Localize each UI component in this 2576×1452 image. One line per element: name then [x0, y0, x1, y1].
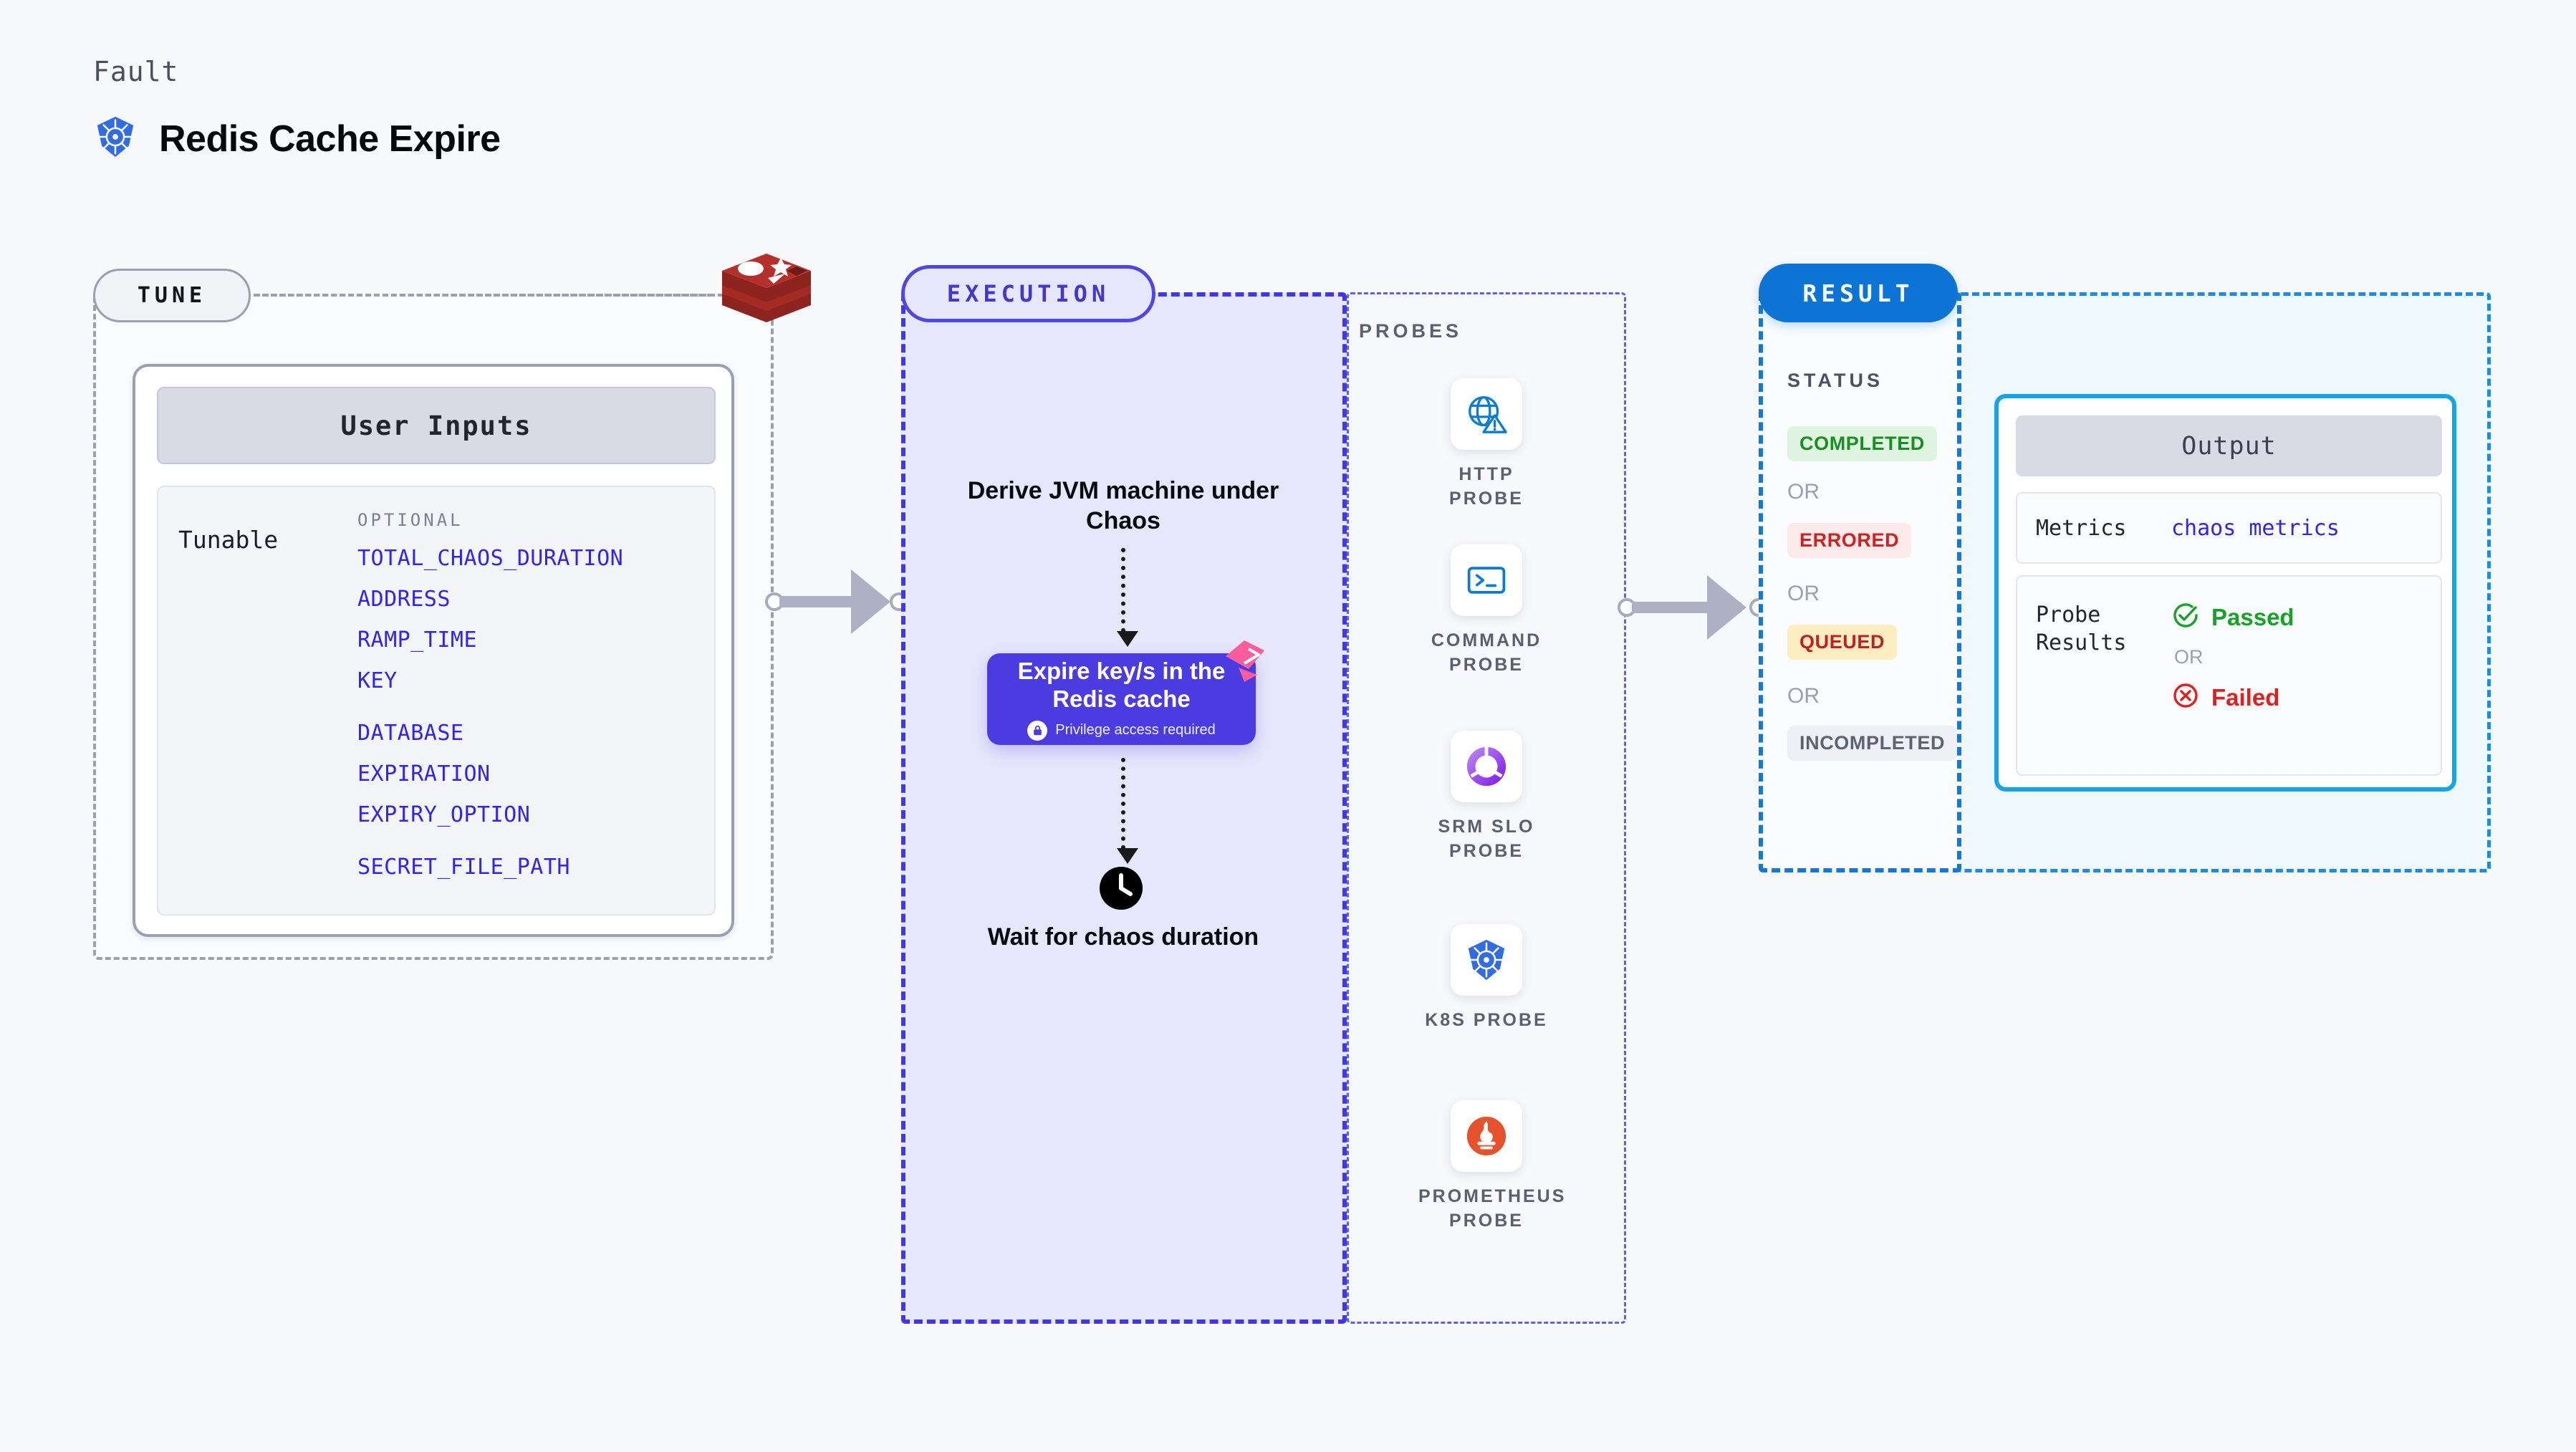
metrics-value[interactable]: chaos metrics [2171, 515, 2340, 541]
probe-label: K8S PROBE [1425, 1010, 1548, 1030]
donut-check-icon [1451, 731, 1522, 802]
kubernetes-icon [93, 115, 138, 163]
param-key[interactable]: KEY [357, 668, 398, 693]
probe-item-command[interactable]: COMMAND PROBE [1418, 544, 1554, 678]
page-title: Redis Cache Expire [159, 117, 501, 160]
passed-label: Passed [2211, 603, 2294, 630]
user-inputs-title: User Inputs [157, 387, 716, 464]
chaos-action-card[interactable]: Expire key/s in the Redis cache Privileg… [987, 640, 1264, 745]
privilege-note-text: Privilege access required [1055, 722, 1216, 739]
probe-label: HTTP PROBE [1449, 464, 1524, 509]
param-ramp-time[interactable]: RAMP_TIME [357, 628, 478, 653]
probe-item-srm-slo[interactable]: SRM SLO PROBE [1418, 731, 1554, 864]
status-badge-incompleted: INCOMPLETED [1787, 726, 1958, 761]
page-header: Redis Cache Expire [93, 115, 501, 163]
param-expiry-option[interactable]: EXPIRY_OPTION [357, 802, 531, 827]
optional-label: OPTIONAL [357, 510, 463, 530]
status-badge-queued: QUEUED [1787, 625, 1898, 660]
param-address[interactable]: ADDRESS [357, 587, 451, 612]
clock-icon [1098, 865, 1144, 911]
user-inputs-card: User Inputs Tunable OPTIONAL TOTAL_CHAOS… [133, 364, 734, 937]
probe-results-key: Probe Results [2036, 602, 2127, 655]
status-title: STATUS [1787, 370, 1883, 391]
status-or-1: OR [1787, 480, 1820, 504]
lock-icon [1027, 720, 1048, 741]
page-eyebrow: Fault [93, 56, 179, 87]
metrics-row: Metrics chaos metrics [2016, 492, 2442, 564]
privilege-note: Privilege access required [1027, 720, 1216, 741]
pink-flag-icon [1223, 640, 1267, 682]
check-circle-icon [2171, 601, 2200, 633]
tune-to-service-connector [254, 294, 713, 297]
execution-badge: EXECUTION [901, 265, 1155, 322]
status-or-3: OR [1787, 684, 1820, 708]
user-inputs-body: Tunable OPTIONAL TOTAL_CHAOS_DURATION AD… [157, 486, 716, 915]
output-title: Output [2016, 415, 2442, 476]
execution-to-result-arrow [1618, 564, 1768, 650]
status-section [1759, 292, 1961, 872]
execution-step-derive: Derive JVM machine under Chaos [967, 477, 1279, 534]
status-or-2: OR [1787, 582, 1820, 605]
failed-label: Failed [2211, 683, 2280, 711]
kubernetes-icon [1451, 924, 1522, 996]
tune-to-execution-arrow [765, 559, 908, 645]
flow-arrow-2 [1117, 758, 1138, 864]
probe-result-passed: Passed [2171, 601, 2294, 633]
params-column: OPTIONAL TOTAL_CHAOS_DURATION ADDRESS RA… [357, 510, 623, 914]
probe-item-k8s[interactable]: K8S PROBE [1418, 924, 1554, 1033]
status-badge-completed: COMPLETED [1787, 426, 1937, 461]
metrics-key: Metrics [2036, 515, 2127, 541]
probe-label: COMMAND PROBE [1431, 630, 1542, 675]
param-database[interactable]: DATABASE [357, 721, 464, 746]
prometheus-icon [1451, 1100, 1522, 1172]
param-total-chaos-duration[interactable]: TOTAL_CHAOS_DURATION [357, 546, 624, 571]
x-circle-icon [2171, 681, 2200, 713]
terminal-icon [1451, 544, 1522, 616]
flow-arrow-1 [1117, 548, 1138, 647]
tunable-label: Tunable [178, 526, 279, 554]
probe-result-failed: Failed [2171, 681, 2294, 713]
tune-badge: TUNE [93, 269, 251, 322]
execution-step-wait: Wait for chaos duration [987, 923, 1259, 951]
probe-label: SRM SLO PROBE [1438, 817, 1535, 861]
probe-results-values: Passed OR Failed [2171, 601, 2294, 774]
probe-result-or: OR [2174, 646, 2203, 668]
probe-item-prometheus[interactable]: PROMETHEUS PROBE [1418, 1100, 1567, 1234]
globe-warning-icon [1451, 378, 1522, 450]
probe-item-http[interactable]: HTTP PROBE [1418, 378, 1554, 511]
param-expiration[interactable]: EXPIRATION [357, 761, 491, 787]
redis-logo [716, 245, 817, 342]
probe-results-row: Probe Results Passed OR [2016, 575, 2442, 776]
chaos-action-title: Expire key/s in the Redis cache [1017, 658, 1226, 712]
status-badge-errored: ERRORED [1787, 523, 1912, 558]
result-badge: RESULT [1759, 264, 1958, 322]
probe-label: PROMETHEUS PROBE [1418, 1186, 1567, 1231]
param-secret-file-path[interactable]: SECRET_FILE_PATH [357, 855, 570, 880]
probes-title: PROBES [1359, 320, 1463, 342]
output-card: Output Metrics chaos metrics Probe Resul… [1994, 394, 2456, 792]
